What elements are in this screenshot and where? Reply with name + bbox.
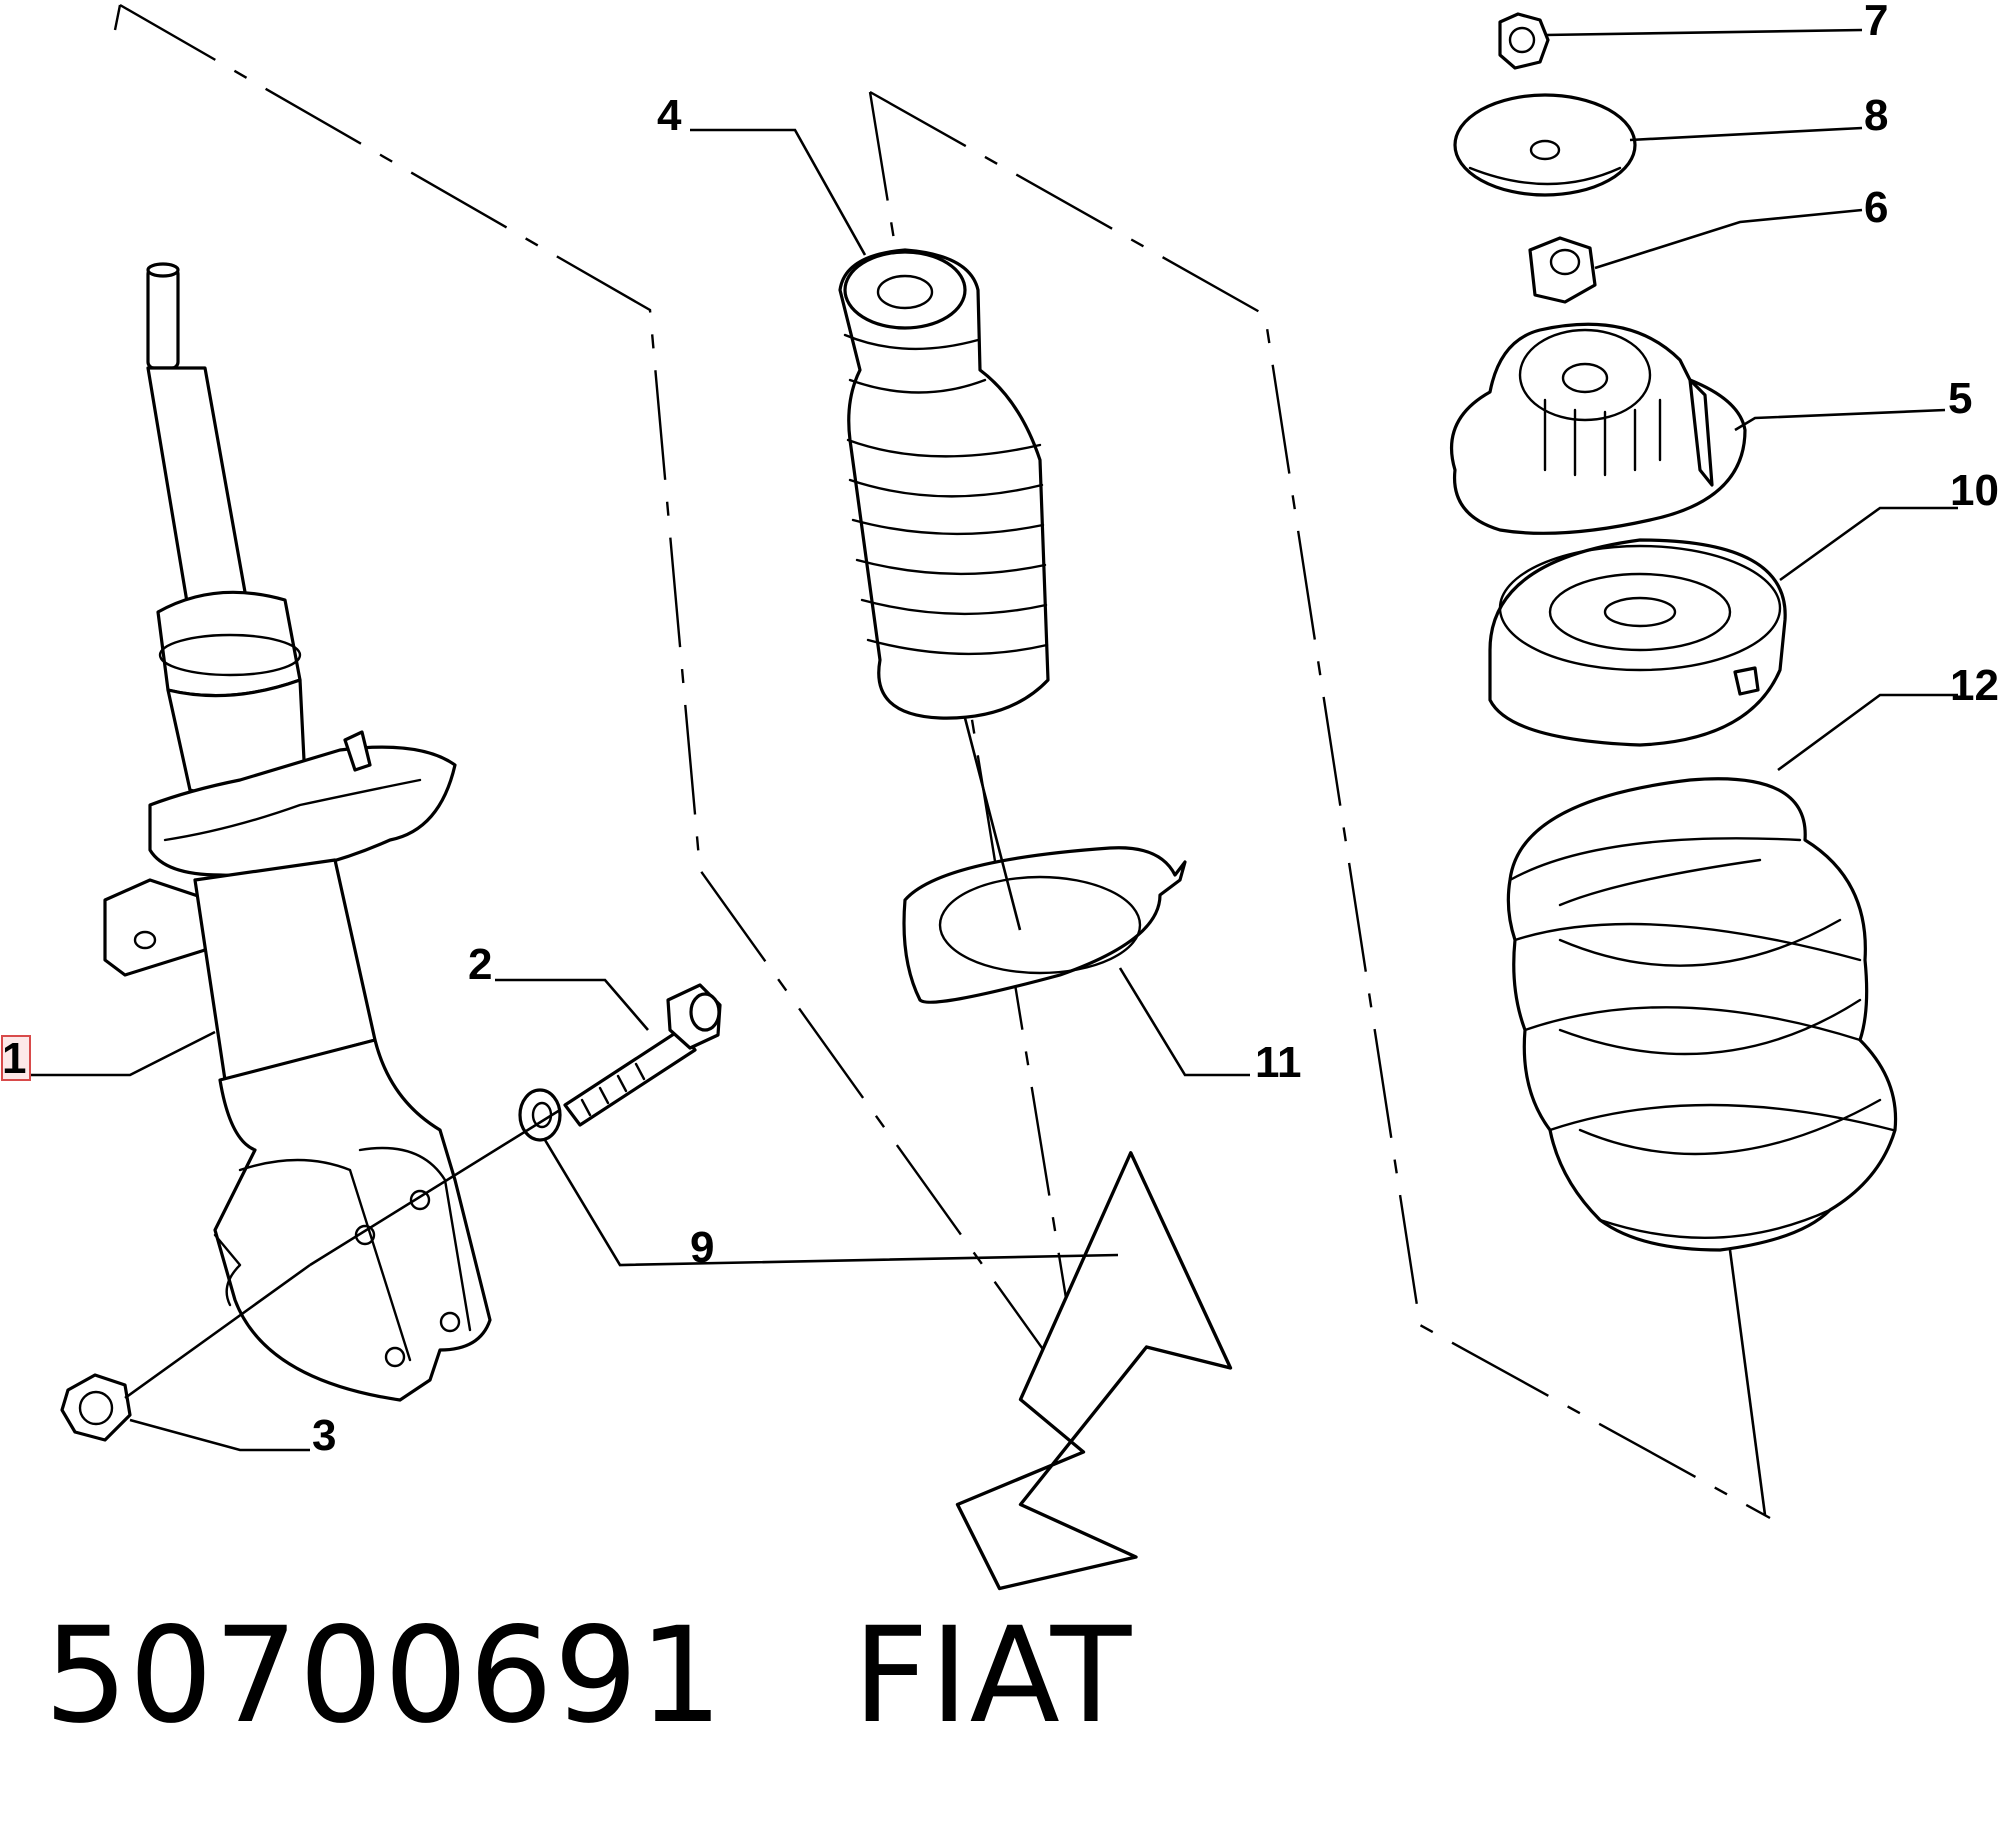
callout-11: 11 bbox=[1255, 1038, 1302, 1087]
callout-10: 10 bbox=[1950, 466, 1999, 515]
callout-7: 7 bbox=[1864, 0, 1888, 45]
callout-3: 3 bbox=[312, 1411, 336, 1460]
callout-4: 4 bbox=[657, 91, 682, 140]
lower-spring-pad bbox=[902, 846, 1187, 1004]
callout-2: 2 bbox=[468, 940, 492, 989]
callout-6: 6 bbox=[1864, 183, 1888, 232]
top-nut bbox=[1498, 12, 1550, 70]
dust-boot-bump-stop bbox=[838, 248, 1050, 720]
assembly-plane-left bbox=[113, 3, 1091, 1416]
callout-1: 1 bbox=[2, 1034, 26, 1083]
part-caption: 50700691 FIAT bbox=[44, 1610, 1132, 1742]
lock-nut-lower bbox=[60, 1373, 132, 1442]
callout-12: 12 bbox=[1950, 661, 1999, 710]
coil-spring bbox=[1506, 777, 1898, 1252]
top-cup-washer bbox=[1453, 93, 1637, 197]
callout-9: 9 bbox=[690, 1223, 714, 1272]
callout-labels: 1 2 3 4 5 6 7 8 9 10 11 12 bbox=[1, 0, 1999, 1460]
strut-top-mount bbox=[1450, 322, 1747, 535]
callout-8: 8 bbox=[1864, 91, 1888, 140]
callout-1-highlight bbox=[1, 1035, 31, 1081]
bolt bbox=[563, 983, 722, 1127]
upper-spring-seat bbox=[1488, 538, 1787, 747]
flange-nut bbox=[1528, 236, 1597, 304]
part-number: 50700691 bbox=[44, 1599, 724, 1753]
callout-5: 5 bbox=[1948, 374, 1972, 423]
direction-arrow bbox=[955, 1151, 1233, 1591]
shock-absorber-strut bbox=[103, 262, 492, 1402]
leader-lines bbox=[30, 28, 1958, 1516]
brand-name: FIAT bbox=[852, 1599, 1133, 1753]
